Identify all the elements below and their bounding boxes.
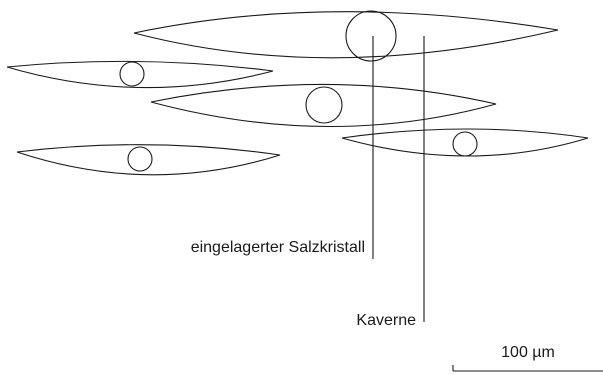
salt-crystal	[305, 86, 343, 124]
salt-crystal	[119, 61, 145, 87]
cavity-outline	[150, 83, 497, 128]
pore-3	[150, 83, 497, 128]
scale-bar-label: 100 µm	[501, 344, 555, 361]
pore-5	[341, 128, 589, 157]
cavern-label: Kaverne	[356, 312, 416, 329]
crystal-label: eingelagerter Salzkristall	[191, 239, 365, 256]
cavity-outline	[341, 128, 589, 157]
pore-4	[16, 144, 281, 176]
salt-crystal	[452, 131, 478, 157]
cavity-outline	[133, 11, 559, 59]
salt-crystal	[345, 10, 397, 62]
pore-1	[133, 10, 559, 62]
pore-2	[6, 60, 274, 89]
cavity-outline	[16, 144, 281, 176]
cavity-outline	[6, 60, 274, 89]
salt-crystal	[127, 146, 153, 172]
scale-bar: 100 µm	[452, 344, 603, 372]
